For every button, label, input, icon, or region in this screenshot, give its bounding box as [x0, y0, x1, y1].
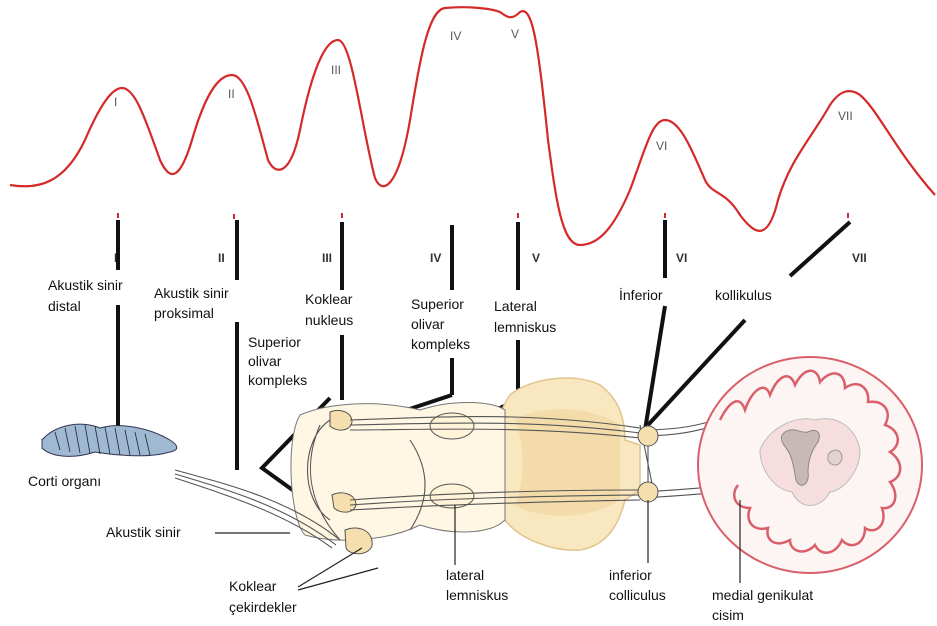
- corti-organ: [42, 424, 177, 456]
- label-koklear-cekirdekler: Koklear çekirdekler: [229, 578, 297, 615]
- label-kollikulus: kollikulus: [715, 287, 772, 303]
- label-lateral-lemniskus-top: Lateral lemniskus: [494, 298, 556, 335]
- label-inferior-colliculus: inferior colliculus: [609, 567, 666, 603]
- label-koklear-nukleus: Koklear nukleus: [305, 291, 356, 328]
- label-akustik-sinir-distal: Akustik sinir distal: [48, 277, 127, 314]
- peak-marker-label: V: [532, 251, 540, 265]
- label-corti-organi: Corti organı: [28, 473, 101, 489]
- midbrain-band: [515, 409, 620, 515]
- label-akustik-sinir: Akustik sinir: [106, 524, 181, 540]
- wave-peak-label: VII: [838, 109, 853, 123]
- brainstem: [291, 378, 640, 554]
- inferior-colliculus-top: [638, 426, 658, 446]
- label-akustik-sinir-proksimal: Akustik sinir proksimal: [154, 285, 233, 321]
- wave-peak-label: IV: [450, 29, 461, 43]
- wave-peak-label: II: [228, 87, 235, 101]
- peak-marker-label: III: [322, 251, 332, 265]
- wave-peak-label: VI: [656, 139, 667, 153]
- abr-waveform: [10, 7, 935, 245]
- label-inferior-top: İnferior: [619, 286, 663, 303]
- peak-marker-label: VI: [676, 251, 687, 265]
- label-superior-olivar-kompleks-left: Superior olivar kompleks: [248, 334, 307, 388]
- peak-marker-label: IV: [430, 251, 441, 265]
- cerebral-cortex: [698, 357, 922, 573]
- wave-peak-label: V: [511, 27, 519, 41]
- peak-marker-label: II: [218, 251, 225, 265]
- inferior-colliculus-bottom: [638, 482, 658, 502]
- label-medial-genikulat-cisim: medial genikulat cisim: [712, 587, 817, 623]
- label-lateral-lemniskus-bottom: lateral lemniskus: [446, 567, 508, 603]
- wave-peak-label: III: [331, 63, 341, 77]
- label-superior-olivar-kompleks-right: Superior olivar kompleks: [411, 296, 470, 352]
- wave-peak-label: I: [114, 95, 117, 109]
- koklear-cekirdekler-pointers: [298, 548, 378, 590]
- peak-marker-label: VII: [852, 251, 867, 265]
